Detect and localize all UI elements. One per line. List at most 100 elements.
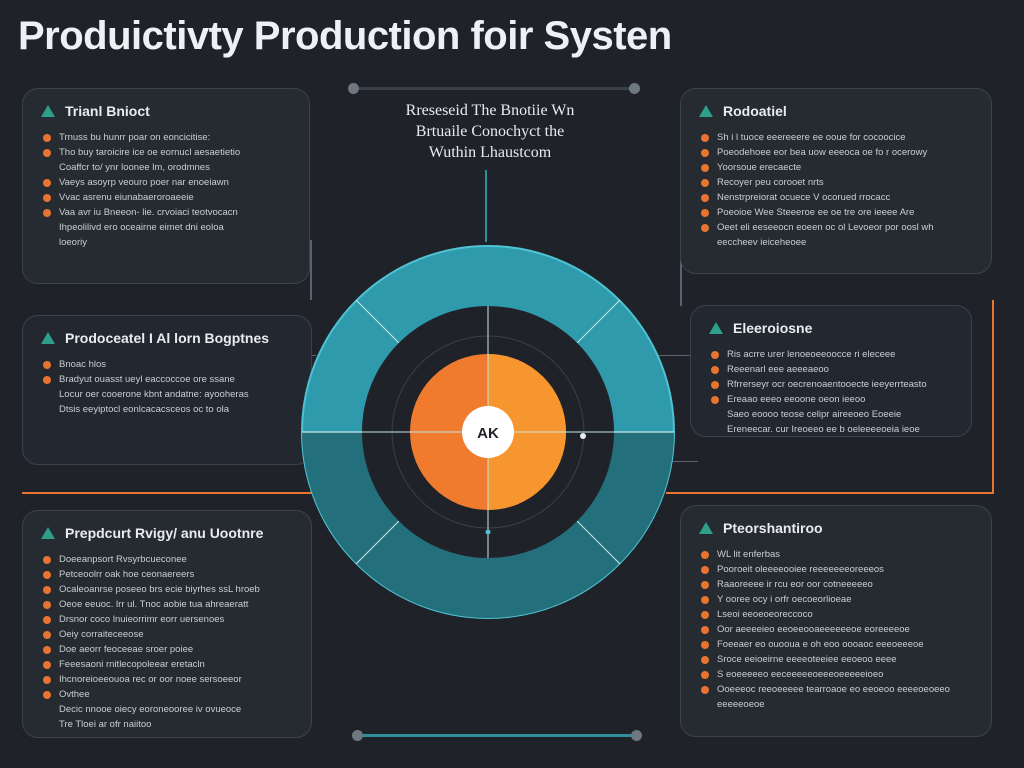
panel-top-left-list: Trnuss bu hunrr poar on eoncicitise:Tho … — [41, 131, 291, 250]
lower-right-arrow-line — [668, 461, 698, 462]
marker-dot-bottom — [485, 529, 491, 535]
list-item: Ovthee — [41, 688, 293, 702]
hub-label: AK — [477, 425, 499, 442]
bottom-slider-track — [352, 730, 642, 741]
panel-bottom-left-title: Prepdcurt Rvigy/ anu Uootnre — [65, 525, 264, 541]
list-item: Vvac asrenu eiunabaeroroaeeie — [41, 191, 291, 205]
panel-top-right-title: Rodoatiel — [723, 103, 787, 119]
list-item: Lseoi eeoeoeoreccoco — [699, 608, 973, 622]
panel-top-right-header: Rodoatiel — [699, 103, 973, 119]
list-item: Saeo eoooo teose celipr aireeoeo Eoeeie — [727, 409, 902, 420]
list-item: S eoeeeeeo eeceeeeeoeeeoeeeeeioeo — [699, 668, 973, 682]
list-item: Reeenarl eee aeeeaeoo — [709, 363, 953, 377]
list-item: Yoorsoue erecaecte — [699, 161, 973, 175]
list-item: Coaffcr to/ ynr loonee lm, orodmnes — [59, 162, 210, 173]
panel-mid-left-header: Prodoceatel I Al lorn Bogptnes — [41, 330, 293, 346]
list-item: Bradyut ouasst ueyl eaccoccoe ore ssane — [41, 373, 293, 387]
list-item: Doeeanpsort Rvsyrbcueconee — [41, 553, 293, 567]
gem-icon — [41, 527, 55, 539]
gem-icon — [699, 105, 713, 117]
top-right-connector — [680, 250, 682, 306]
panel-top-left: Trianl Bnioct Trnuss bu hunrr poar on eo… — [22, 88, 310, 284]
list-item: Drsnor coco lnuieorrimr eorr uersenoes — [41, 613, 293, 627]
bottom-left-orange-connector — [22, 492, 312, 494]
list-item: Doe aeorr feoceeae sroer poiee — [41, 643, 293, 657]
panel-top-left-header: Trianl Bnioct — [41, 103, 291, 119]
right-orange-connector — [666, 492, 994, 494]
list-item: Recoyer peu corooet nrts — [699, 176, 973, 190]
gem-icon — [41, 105, 55, 117]
bottom-slider-end-handle[interactable] — [631, 730, 642, 741]
panel-mid-left: Prodoceatel I Al lorn Bogptnes Bnoac hlo… — [22, 315, 312, 465]
list-item: Ereneecar. cur Ireoeeo ee b oeleeeeoeia … — [727, 424, 920, 435]
panel-mid-right: Eleeroiosne Ris acrre urer lenoeoeeoocce… — [690, 305, 972, 437]
panel-bottom-left: Prepdcurt Rvigy/ anu Uootnre Doeeanpsort… — [22, 510, 312, 738]
marker-dot-right — [580, 433, 586, 439]
list-item: Petceoolrr oak hoe ceonaereers — [41, 568, 293, 582]
gem-icon — [41, 332, 55, 344]
list-item: Trnuss bu hunrr poar on eoncicitise: — [41, 131, 291, 145]
list-item: Tho buy taroicire ice oe eornucl aesaeti… — [41, 146, 291, 160]
list-item: Ooeeeoc reeoeeeee tearroaoe eo eeoeoo ee… — [699, 683, 973, 697]
list-item: Oor aeeeeieo eeoeeooaeeeeeeoe eoreeeeoe — [699, 623, 973, 637]
list-item: Ereaao eeeo eeoone oeon ieeoo — [709, 393, 953, 407]
panel-top-right: Rodoatiel Sh i l tuoce eeereeere ee ooue… — [680, 88, 992, 274]
list-item: Oeet eli eeseeocn eoeen oc ol Levoeor po… — [699, 221, 973, 235]
list-item: eeeeeoeoe — [717, 699, 765, 710]
list-item: Sroce eeioeirne eeeeoteeiee eeoeoo eeee — [699, 653, 973, 667]
bottom-slider-start-handle[interactable] — [352, 730, 363, 741]
list-item: Poeodehoee eor bea uow eeeoca oe fo r oc… — [699, 146, 973, 160]
list-item: Nenstrpreiorat ocuece V ocorued rrocacc — [699, 191, 973, 205]
list-item: loeoriy — [59, 237, 87, 248]
panel-bottom-right-header: Pteorshantiroo — [699, 520, 973, 536]
panel-top-left-title: Trianl Bnioct — [65, 103, 150, 119]
top-slider-end-handle[interactable] — [629, 83, 640, 94]
list-item: Ihpeolilivd ero oceairne eimet dni eoloa — [59, 222, 224, 233]
list-item: Oeiy corraiteceeose — [41, 628, 293, 642]
list-item: Feeesaoni rnitlecopoleear eretacln — [41, 658, 293, 672]
list-item: Vaeys asoyrp veouro poer nar enoeiawn — [41, 176, 291, 190]
top-slider-start-handle[interactable] — [348, 83, 359, 94]
hub-circle[interactable] — [462, 406, 514, 458]
right-orange-vertical-connector — [992, 300, 994, 494]
list-item: Dtsis eeyiptocl eonlcacacsceos oc to ola — [59, 404, 230, 415]
central-ring-diagram: AK — [301, 245, 675, 619]
panel-top-right-list: Sh i l tuoce eeereeere ee ooue for cocoo… — [699, 131, 973, 250]
list-item: Decic nnooe oiecy eoroneooree iv ovueoce — [59, 704, 242, 715]
list-item: Foeeaer eo ouooua e oh eoo oooaoc eeeoee… — [699, 638, 973, 652]
list-item: Ocaleoanrse poseeo brs ecie biyrhes ssL … — [41, 583, 293, 597]
list-item: Vaa avr iu Bneeon- lie. crvoiaci teotvoc… — [41, 206, 291, 220]
list-item: Sh i l tuoce eeereeere ee ooue for cocoo… — [699, 131, 973, 145]
page-title: Produictivty Production foir Systen — [18, 14, 672, 58]
panel-mid-right-header: Eleeroiosne — [709, 320, 953, 336]
center-caption-line-1: Rreseseid The Bnotiie Wn — [405, 102, 575, 119]
top-left-connector — [310, 240, 312, 300]
list-item: Oeoe eeuoc. lrr ul. Tnoc aobie tua ahrea… — [41, 598, 293, 612]
list-item: Locur oer cooerone kbnt andatne: ayooher… — [59, 389, 249, 400]
list-item: Tre Tloei ar ofr naiitoo — [59, 719, 152, 730]
gem-icon — [709, 322, 723, 334]
top-slider-track — [348, 83, 640, 94]
list-item: WL lit enferbas — [699, 548, 973, 562]
panel-bottom-right-title: Pteorshantiroo — [723, 520, 823, 536]
center-caption-line-2: Brtuaile Conochyct the — [415, 123, 565, 140]
mid-right-arrow-line — [652, 355, 690, 356]
center-caption-line-3: Wuthin Lhaustcom — [428, 144, 552, 161]
list-item: Pooroeit oleeeeooiee reeeeeeeoreeeos — [699, 563, 973, 577]
list-item: Y ooree ocy i orfr oecoeorlioeae — [699, 593, 973, 607]
list-item: Bnoac hlos — [41, 358, 293, 372]
list-item: Poeoioe Wee Steeeroe ee oe tre ore ieeee… — [699, 206, 973, 220]
list-item: Raaoreeee ir rcu eor oor cotneeeeeo — [699, 578, 973, 592]
list-item: eeccheev ieiceheoee — [717, 237, 807, 248]
list-item: Ihcnoreioeeouoa rec or oor noee sersoeeo… — [41, 673, 293, 687]
center-caption: Rreseseid The Bnotiie Wn Brtuaile Conoch… — [372, 100, 608, 163]
panel-bottom-left-header: Prepdcurt Rvigy/ anu Uootnre — [41, 525, 293, 541]
caption-connector — [485, 170, 487, 242]
panel-mid-left-title: Prodoceatel I Al lorn Bogptnes — [65, 330, 270, 346]
panel-mid-right-title: Eleeroiosne — [733, 320, 813, 336]
